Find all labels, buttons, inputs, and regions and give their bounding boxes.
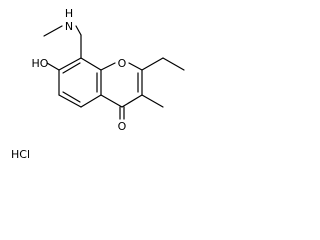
bond-c3-c4 bbox=[121, 94, 143, 108]
bond-c8-c8a bbox=[80, 57, 102, 71]
bond-c5-c6-inner bbox=[62, 91, 81, 103]
bond-c7-oh bbox=[46, 62, 60, 71]
amine-h-label: H bbox=[65, 7, 73, 20]
carbonyl-oxygen-label: O bbox=[118, 120, 127, 133]
bond-n-methyl bbox=[43, 25, 63, 37]
bond-c4a-c5 bbox=[80, 94, 102, 108]
ring-oxygen-label: O bbox=[118, 57, 127, 70]
bond-ch2-n bbox=[75, 25, 82, 36]
bond-c2-ethyl bbox=[141, 57, 164, 71]
bond-c7-c8 bbox=[58, 57, 82, 71]
bond-ethyl-ch3 bbox=[162, 57, 185, 71]
bond-o1-c2 bbox=[128, 62, 143, 71]
bond-c8a-o1 bbox=[100, 62, 116, 71]
bond-c7-c8-inner bbox=[62, 62, 81, 74]
salt-label: HCl bbox=[11, 148, 30, 161]
hydroxyl-label: HO bbox=[32, 57, 49, 70]
bond-c3-methyl bbox=[141, 94, 164, 108]
amine-n-label: N bbox=[65, 20, 73, 33]
molecule-canvas: H N HO O O HCl bbox=[0, 0, 203, 170]
chemical-structure-diagram: H N HO O O HCl bbox=[11, 7, 185, 161]
bond-c4-c4a bbox=[100, 94, 123, 108]
bond-c5-c6 bbox=[58, 94, 82, 108]
